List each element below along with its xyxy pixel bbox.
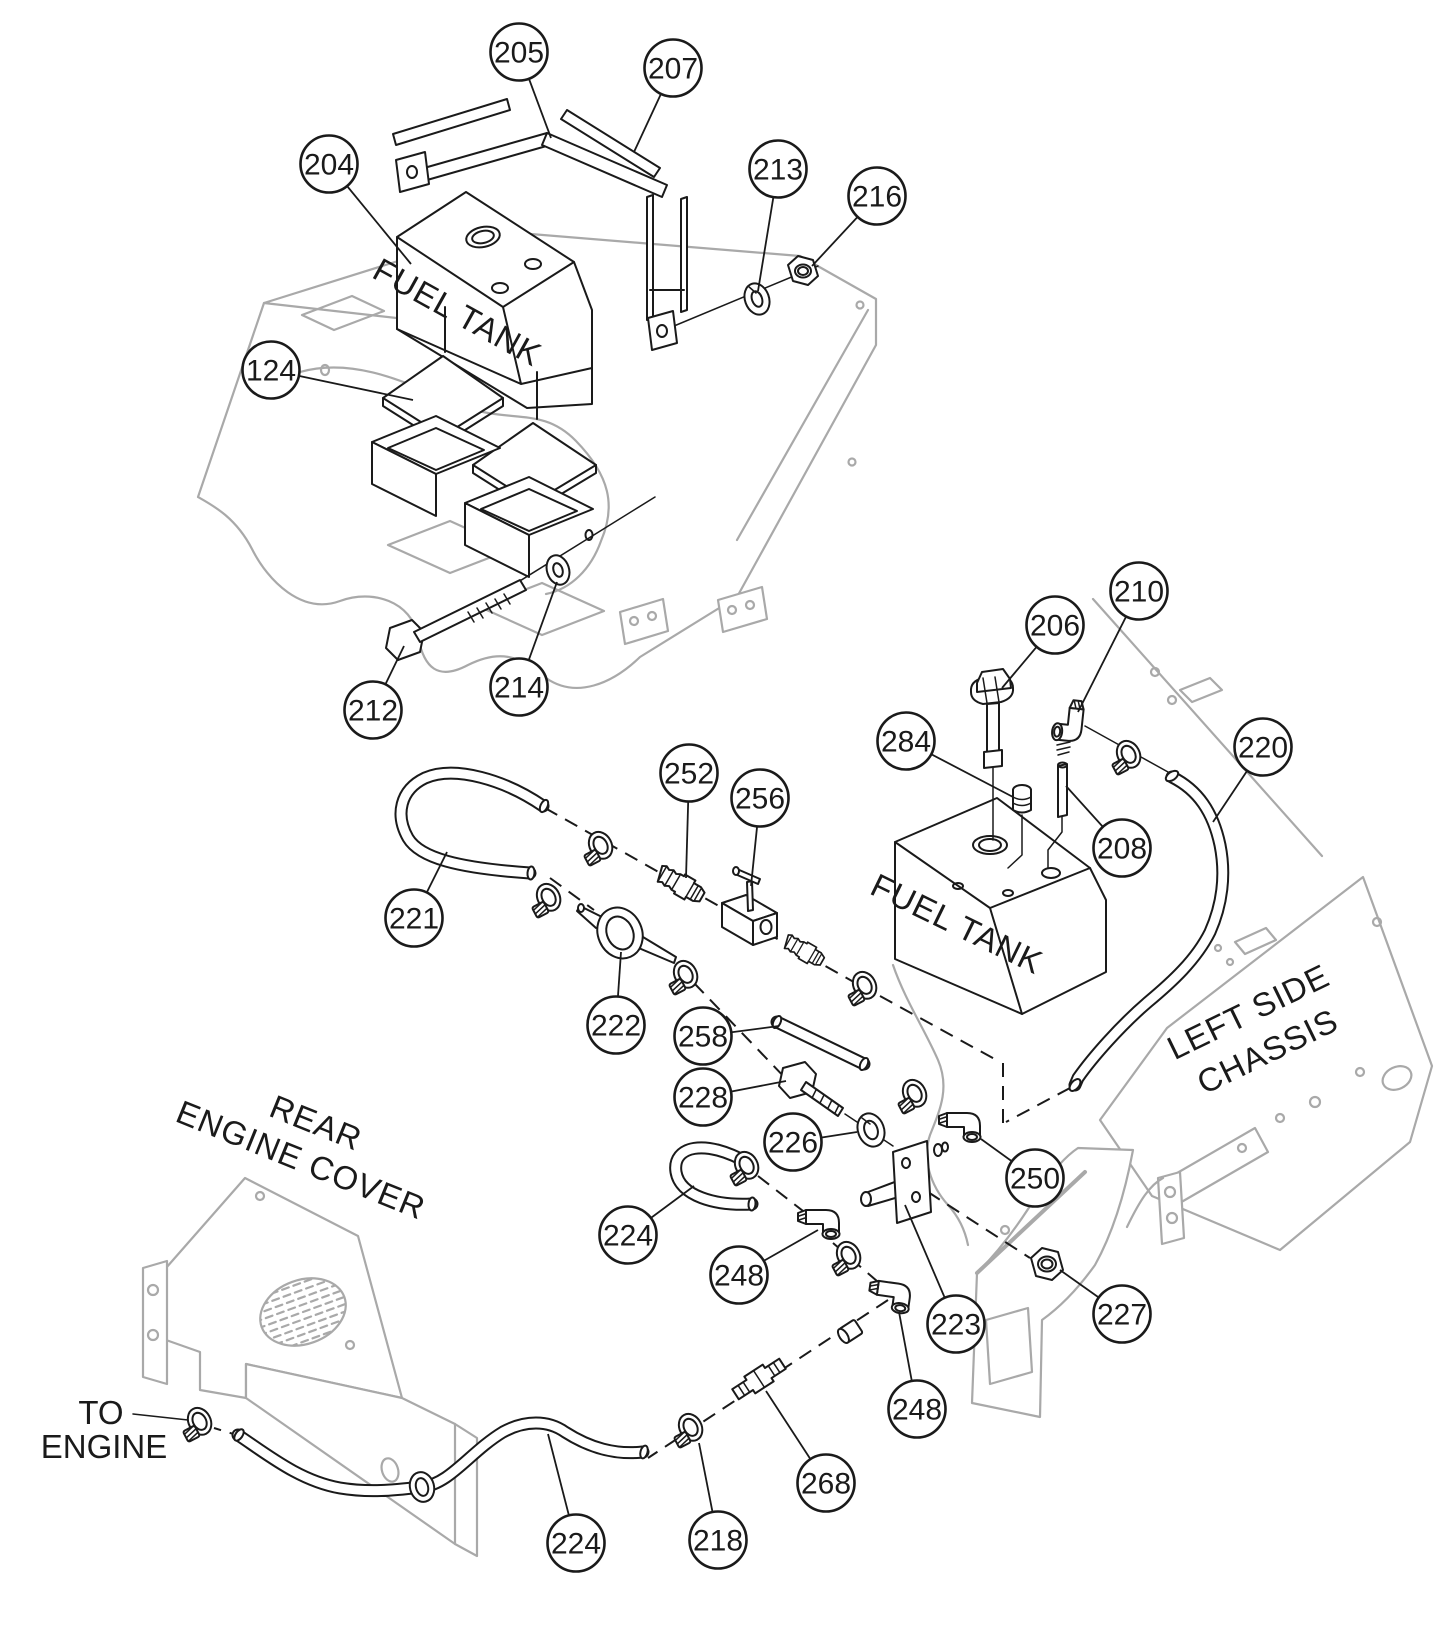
callout-224: 224 bbox=[546, 1433, 606, 1573]
callout-214: 214 bbox=[489, 581, 558, 717]
bolt-212 bbox=[385, 496, 656, 661]
svg-text:223: 223 bbox=[931, 1309, 981, 1342]
nut-227 bbox=[1030, 1247, 1064, 1281]
svg-text:250: 250 bbox=[1010, 1163, 1060, 1196]
barb-fitting bbox=[779, 931, 828, 971]
channel-mounts bbox=[371, 415, 594, 578]
svg-text:207: 207 bbox=[648, 53, 698, 86]
clamp-218 bbox=[672, 1408, 708, 1450]
svg-text:284: 284 bbox=[881, 726, 931, 759]
svg-text:206: 206 bbox=[1030, 610, 1080, 643]
plug-fitting bbox=[836, 1319, 864, 1344]
callout-248: 248 bbox=[709, 1229, 819, 1305]
fuel-tank-2: FUEL TANK bbox=[865, 797, 1107, 1015]
lock-washer-226 bbox=[856, 1112, 886, 1148]
bolt-228 bbox=[778, 1061, 894, 1147]
chassis-top bbox=[196, 229, 878, 689]
callout-228: 228 bbox=[673, 1067, 787, 1127]
callout-256: 256 bbox=[730, 768, 790, 887]
hose-258 bbox=[770, 1014, 871, 1072]
elbow-210 bbox=[1050, 697, 1086, 756]
nut-216 bbox=[787, 255, 819, 286]
callout-227: 227 bbox=[1059, 1269, 1152, 1344]
svg-text:256: 256 bbox=[735, 783, 785, 816]
hose-221 bbox=[394, 766, 550, 881]
callout-222: 222 bbox=[586, 951, 646, 1055]
svg-text:216: 216 bbox=[852, 181, 902, 214]
callout-210: 210 bbox=[1077, 561, 1169, 713]
svg-text:220: 220 bbox=[1238, 732, 1288, 765]
elbow-248 bbox=[797, 1209, 841, 1240]
barb-fitting-252 bbox=[652, 861, 709, 908]
callout-212: 212 bbox=[343, 645, 405, 740]
callout-216: 216 bbox=[811, 166, 907, 267]
callout-206: 206 bbox=[1001, 595, 1085, 689]
check-fitting-268 bbox=[731, 1357, 787, 1401]
fuel-tank-1: FUEL TANK bbox=[367, 191, 593, 409]
callout-268: 268 bbox=[765, 1390, 856, 1513]
callout-218: 218 bbox=[688, 1442, 748, 1570]
grommet bbox=[408, 1471, 436, 1503]
callout-248: 248 bbox=[887, 1311, 947, 1439]
svg-text:224: 224 bbox=[551, 1528, 601, 1561]
to-engine-label-1: TO bbox=[78, 1394, 123, 1431]
callout-220: 220 bbox=[1212, 717, 1293, 823]
bracket-223 bbox=[860, 1140, 949, 1224]
standpipe-208 bbox=[1047, 761, 1068, 869]
svg-text:258: 258 bbox=[678, 1021, 728, 1054]
callout-124: 124 bbox=[241, 340, 414, 401]
tank-strap-frame bbox=[392, 98, 819, 351]
svg-text:218: 218 bbox=[693, 1525, 743, 1558]
washer-213 bbox=[743, 282, 771, 316]
svg-text:222: 222 bbox=[591, 1010, 641, 1043]
callout-284: 284 bbox=[876, 711, 1014, 798]
svg-text:248: 248 bbox=[892, 1394, 942, 1427]
svg-text:212: 212 bbox=[348, 695, 398, 728]
callout-250: 250 bbox=[980, 1138, 1065, 1208]
elbow-248 bbox=[865, 1278, 913, 1316]
callout-252: 252 bbox=[659, 743, 719, 879]
callout-205: 205 bbox=[489, 22, 552, 139]
chassis-left-side bbox=[891, 597, 1434, 1419]
hose-224-lower bbox=[231, 1416, 650, 1503]
hose-220 bbox=[1068, 725, 1230, 1092]
callout-213: 213 bbox=[748, 139, 808, 292]
elbow-250 bbox=[938, 1112, 982, 1143]
svg-text:224: 224 bbox=[603, 1220, 653, 1253]
vent-284 bbox=[1007, 784, 1032, 869]
svg-text:205: 205 bbox=[494, 37, 544, 70]
hose-clamp bbox=[830, 1236, 866, 1278]
hose-clamp bbox=[846, 966, 882, 1008]
callout-223: 223 bbox=[904, 1204, 986, 1354]
svg-text:124: 124 bbox=[246, 355, 296, 388]
hose-clamp bbox=[896, 1074, 932, 1116]
svg-text:268: 268 bbox=[801, 1468, 851, 1501]
callout-226: 226 bbox=[763, 1112, 858, 1172]
to-engine-label-2: ENGINE bbox=[41, 1428, 168, 1465]
svg-text:214: 214 bbox=[494, 672, 544, 705]
callout-224: 224 bbox=[598, 1185, 695, 1265]
callouts-layer: 205 207 204 213 216 124 212 214 206 210 284 208 220 2… bbox=[241, 22, 1293, 1573]
svg-text:210: 210 bbox=[1114, 576, 1164, 609]
svg-text:228: 228 bbox=[678, 1082, 728, 1115]
svg-text:227: 227 bbox=[1097, 1299, 1147, 1332]
washer-214 bbox=[545, 554, 571, 586]
callout-258: 258 bbox=[673, 1006, 780, 1066]
shutoff-valve-256 bbox=[721, 866, 778, 946]
svg-text:252: 252 bbox=[664, 758, 714, 791]
hose-clamp bbox=[1110, 735, 1146, 777]
callout-207: 207 bbox=[633, 38, 703, 153]
to-engine-clamp bbox=[181, 1402, 217, 1444]
svg-text:204: 204 bbox=[304, 149, 354, 182]
svg-text:208: 208 bbox=[1097, 833, 1147, 866]
callout-204: 204 bbox=[299, 134, 412, 265]
svg-text:226: 226 bbox=[768, 1127, 818, 1160]
fuel-filter-222 bbox=[576, 903, 677, 964]
callout-221: 221 bbox=[384, 851, 448, 948]
callout-208: 208 bbox=[1065, 785, 1152, 878]
svg-text:221: 221 bbox=[389, 903, 439, 936]
rear-engine-cover bbox=[141, 1176, 479, 1558]
svg-text:213: 213 bbox=[753, 154, 803, 187]
svg-text:248: 248 bbox=[714, 1260, 764, 1293]
